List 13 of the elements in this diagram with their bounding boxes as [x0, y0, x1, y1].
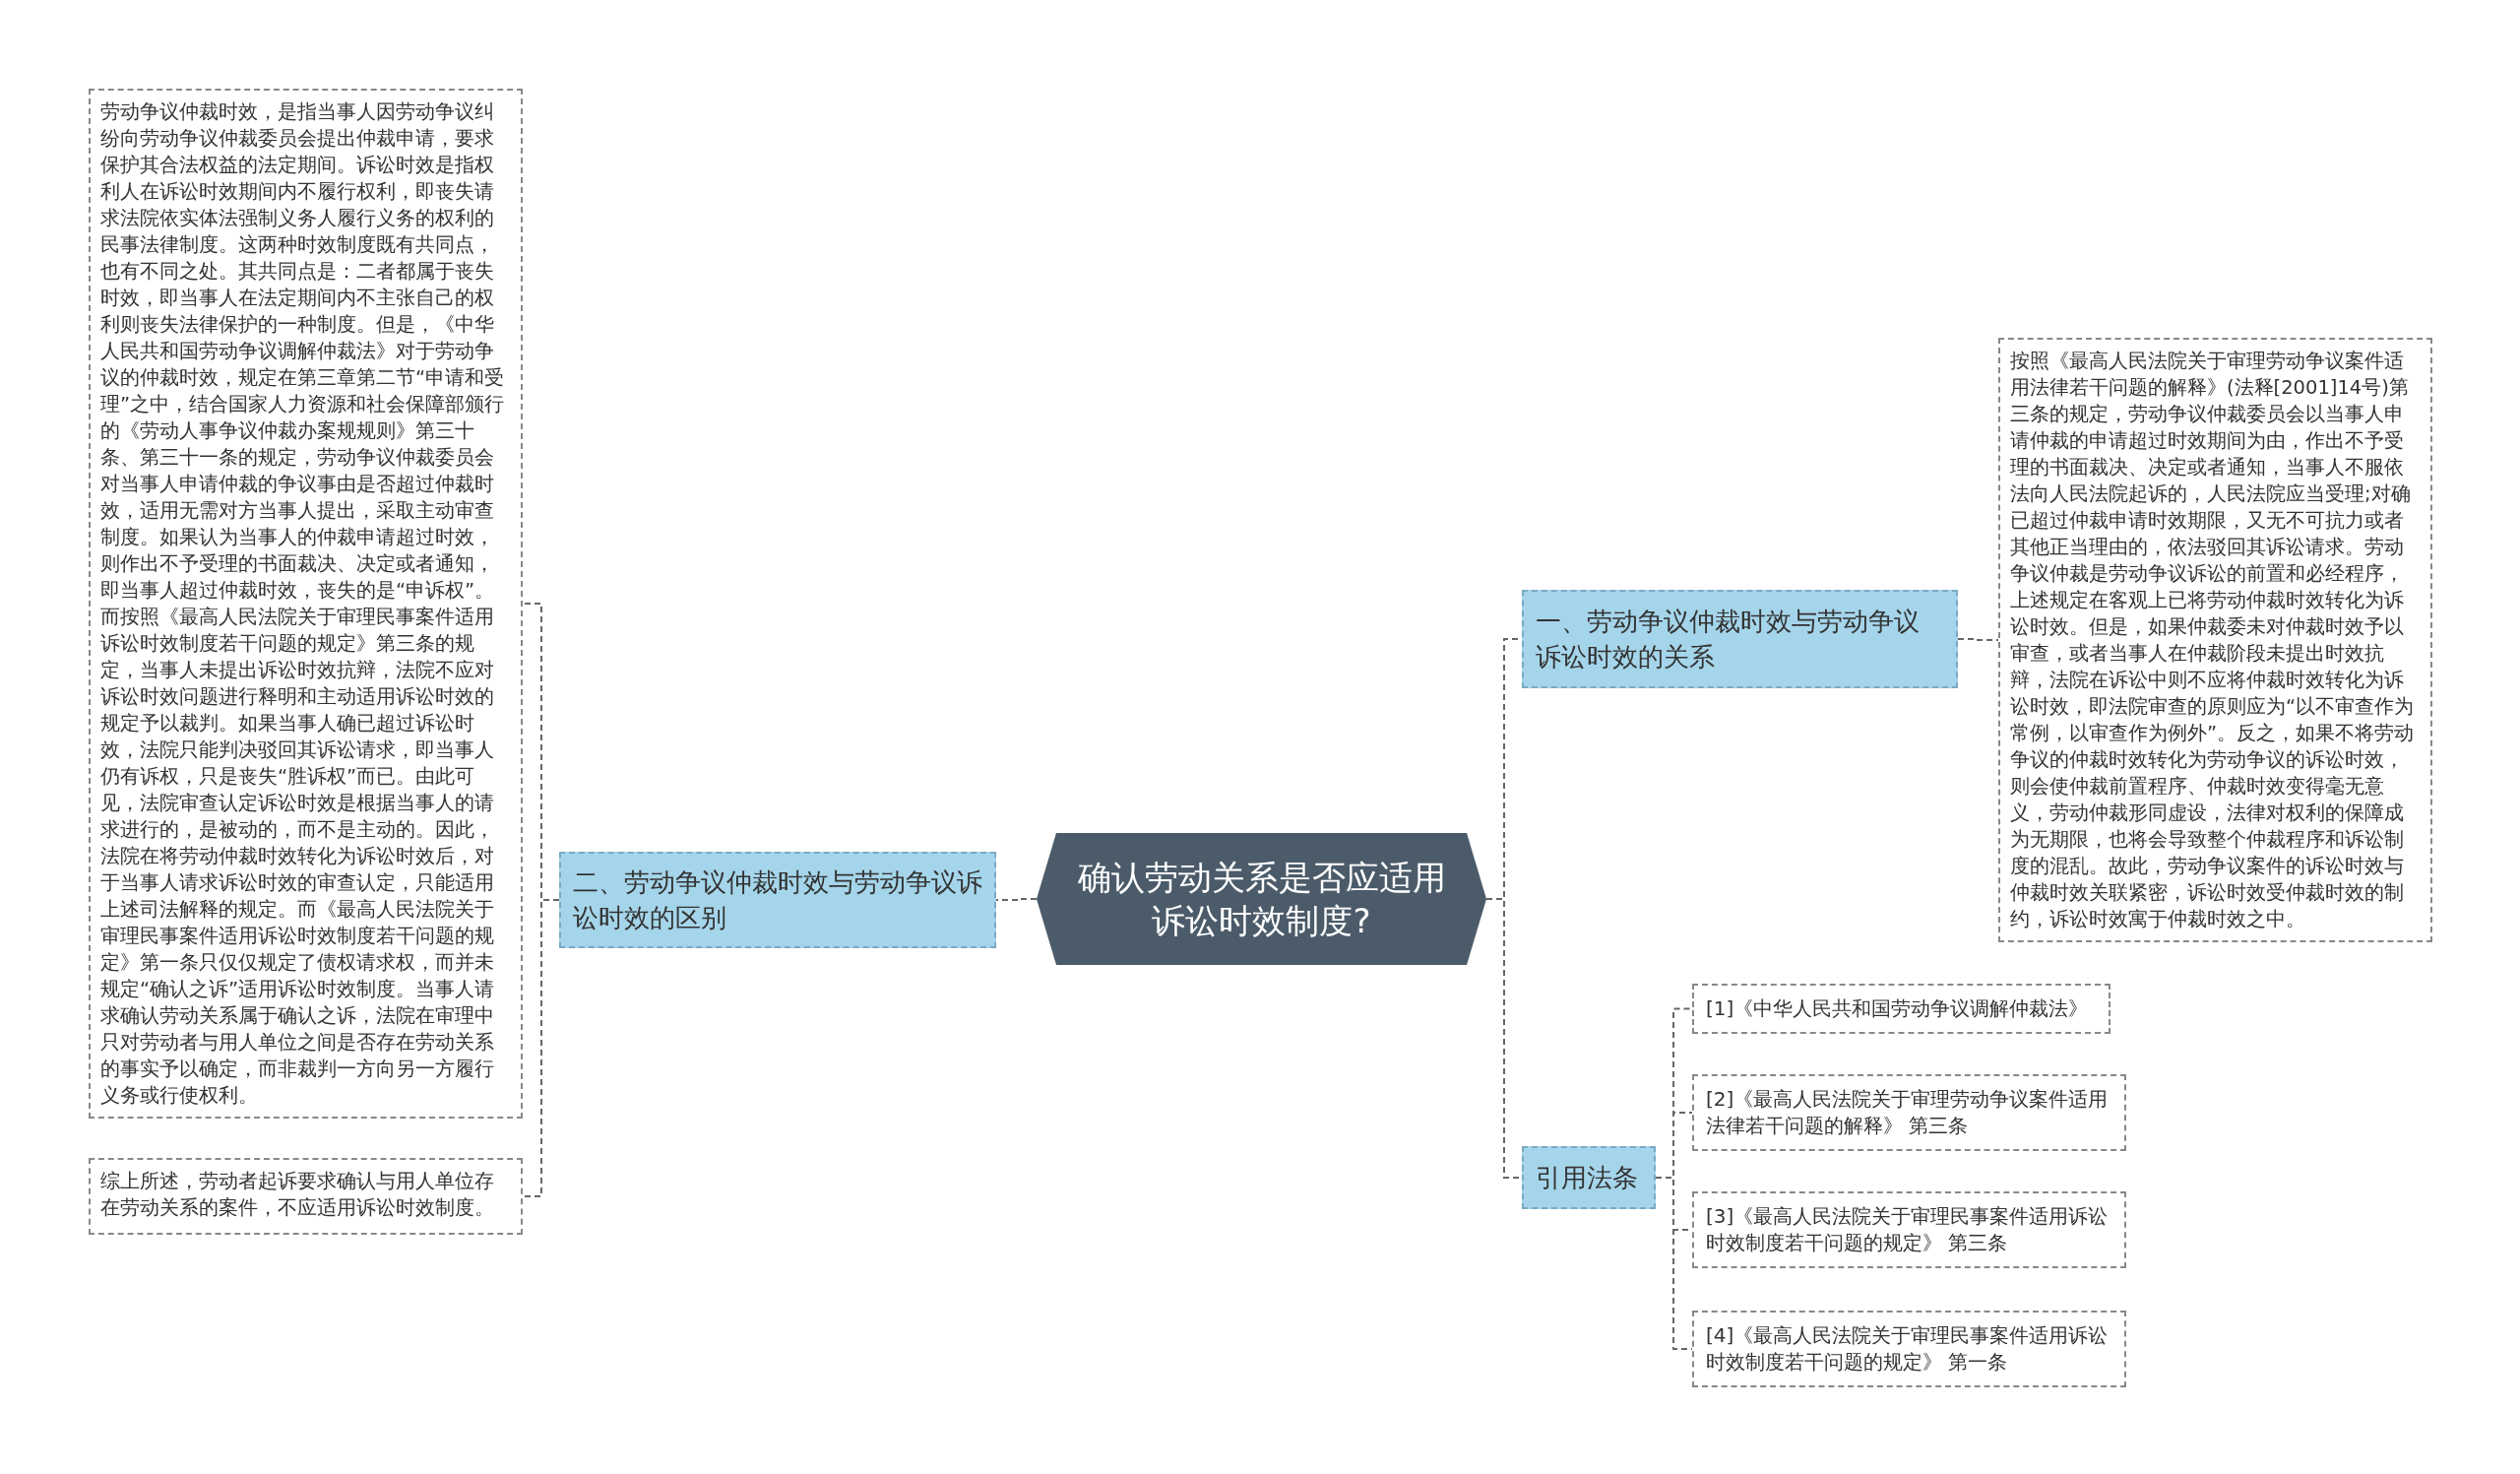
reference-box: [3]《最高人民法院关于审理民事案件适用诉讼时效制度若干问题的规定》 第三条: [1692, 1191, 2126, 1268]
central-topic: 确认劳动关系是否应适用诉讼时效制度?: [1037, 833, 1486, 965]
branch-box: 引用法条: [1522, 1146, 1656, 1209]
text-box: 按照《最高人民法院关于审理劳动争议案件适用法律若干问题的解释》(法释[2001]14号)第三条的规定，劳动争议仲裁委员会以当事人申请仲裁的申请超过时效期间为由，作出不予受理的书面裁决、决定或者通知，当事人不服依法向人民法院起诉的，人民法院应当受理;对确已超过仲裁申请时效期限，又无不可抗力或者其他正当理由的，依法驳回其诉讼请求。劳动争议仲裁是劳动争议诉讼的前置和必经程序，上述规定在客观上已将劳动仲裁时效转化为诉讼时效。但是，如果仲裁委未对仲裁时效予以审查，或者当事人在仲裁阶段未提出时效抗辩，法院在诉讼中则不应将仲裁时效转化为诉讼时效，即法院审查的原则应为“以不审查作为常例，以审查作为例外”。反之，如果不将劳动争议的仲裁时效转化为劳动争议的诉讼时效，则会使仲裁前置程序、仲裁时效变得毫无意义，劳动仲裁形同虚设，法律对权利的保障成为无期限，也将会导致整个仲裁程序和诉讼制度的混乱。故此，劳动争议案件的诉讼时效与仲裁时效关联紧密，诉讼时效受仲裁时效的制约，诉讼时效寓于仲裁时效之中。: [1998, 338, 2432, 942]
reference-box: [1]《中华人民共和国劳动争议调解仲裁法》: [1692, 984, 2110, 1034]
connector: [522, 899, 560, 1197]
text-box: 综上所述，劳动者起诉要求确认与用人单位存在劳动关系的案件，不应适用诉讼时效制度。: [89, 1158, 523, 1235]
connector: [1957, 638, 1999, 641]
branch-box: 二、劳动争议仲裁时效与劳动争议诉讼时效的区别: [559, 852, 996, 948]
reference-box: [4]《最高人民法院关于审理民事案件适用诉讼时效制度若干问题的规定》 第一条: [1692, 1311, 2126, 1387]
branch-box: 一、劳动争议仲裁时效与劳动争议诉讼时效的关系: [1522, 590, 1958, 688]
reference-box: [2]《最高人民法院关于审理劳动争议案件适用法律若干问题的解释》 第三条: [1692, 1074, 2126, 1151]
text-box: 劳动争议仲裁时效，是指当事人因劳动争议纠纷向劳动争议仲裁委员会提出仲裁申请，要求保护其合法权益的法定期间。诉讼时效是指权利人在诉讼时效期间内不履行权利，即丧失请求法院依实体法强制义务人履行义务的权利的民事法律制度。这两种时效制度既有共同点，也有不同之处。其共同点是：二者都属于丧失时效，即当事人在法定期间内不主张自己的权利则丧失法律保护的一种制度。但是，《中华人民共和国劳动争议调解仲裁法》对于劳动争议的仲裁时效，规定在第三章第二节“申请和受理”之中，结合国家人力资源和社会保障部颁行的《劳动人事争议仲裁办案规规则》第三十条、第三十一条的规定，劳动争议仲裁委员会对当事人申请仲裁的争议事由是否超过仲裁时效，适用无需对方当事人提出，采取主动审查制度。如果认为当事人的仲裁申请超过时效，则作出不予受理的书面裁决、决定或者通知，即当事人超过仲裁时效，丧失的是“申诉权”。而按照《最高人民法院关于审理民事案件适用诉讼时效制度若干问题的规定》第三条的规定，当事人未提出诉讼时效抗辩，法院不应对诉讼时效问题进行释明和主动适用诉讼时效的规定予以裁判。如果当事人确已超过诉讼时效，法院只能判决驳回其诉讼请求，即当事人仍有诉权，只是丧失“胜诉权”而已。由此可见，法院审查认定诉讼时效是根据当事人的请求进行的，是被动的，而不是主动的。因此，法院在将劳动仲裁时效转化为诉讼时效后，对于当事人请求诉讼时效的审查认定，只能适用上述司法解释的规定。而《最高人民法院关于审理民事案件适用诉讼时效制度若干问题的规定》第一条只仅仅规定了债权请求权，而并未规定“确认之诉”适用诉讼时效制度。当事人请求确认劳动关系属于确认之诉，法院在审理中只对劳动者与用人单位之间是否存在劳动关系的事实予以确定，而非裁判一方向另一方履行义务或行使权利。: [89, 89, 523, 1119]
